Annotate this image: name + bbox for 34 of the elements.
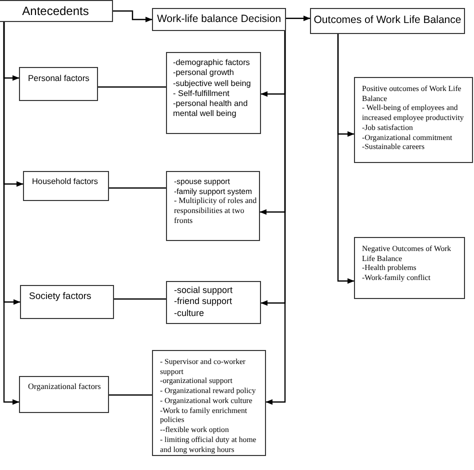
factor-box	[19, 376, 109, 413]
box-text: Household factors	[32, 177, 99, 188]
connector-arrow	[113, 10, 152, 22]
factor-box	[20, 285, 114, 319]
box-text: Personal factors	[28, 73, 90, 84]
connector-arrow	[3, 22, 20, 405]
box-text: -social support	[174, 285, 234, 296]
box-text: -culture	[174, 308, 206, 319]
heading-box	[152, 8, 286, 31]
outcome-box	[354, 77, 473, 163]
box-text: Work-life balance Decision	[156, 12, 282, 26]
factor-box	[23, 171, 109, 201]
box-text: -demographic factors	[173, 58, 251, 68]
detail-box	[166, 171, 260, 241]
heading-box	[0, 0, 113, 22]
box-text: -personal health and mental well being	[173, 99, 249, 120]
box-text: -personal growth	[173, 68, 235, 78]
outcome-box	[354, 237, 465, 299]
box-text: -friend support	[174, 296, 234, 308]
box-text: -subjective well being	[173, 78, 252, 89]
box-text: Organizational factors	[28, 382, 102, 392]
box-text: Outcomes of Work Life Balance	[314, 14, 462, 28]
box-text: Society factors	[29, 291, 92, 303]
detail-box	[152, 350, 266, 456]
detail-box	[166, 52, 261, 134]
connector-arrow	[286, 16, 310, 22]
box-text: - Self-fulfillment	[173, 88, 230, 99]
connector-arrow	[337, 34, 354, 284]
heading-box	[310, 8, 465, 34]
box-text: Antecedents	[22, 4, 89, 18]
connector-arrow	[266, 31, 286, 405]
factor-box	[19, 67, 98, 101]
detail-box	[166, 281, 261, 324]
box-text: - Multiplicity of roles and responsibilities at two fronts	[174, 196, 258, 226]
